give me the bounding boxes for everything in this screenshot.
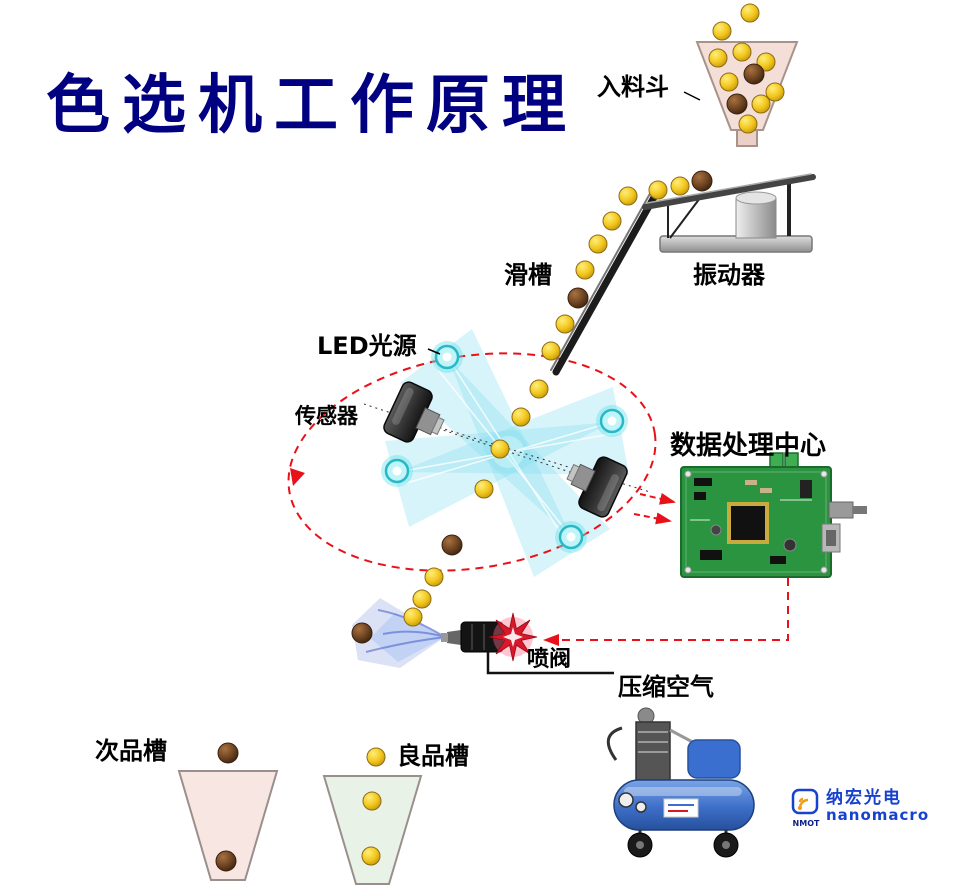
good-ball bbox=[403, 607, 423, 627]
good-ball bbox=[708, 48, 728, 68]
good-ball bbox=[490, 439, 510, 459]
good-ball bbox=[602, 211, 622, 231]
label-led-source: LED光源 bbox=[317, 332, 417, 360]
pcb-board bbox=[680, 452, 867, 578]
logo-name-cn: 纳宏光电 bbox=[826, 788, 902, 808]
label-chute: 滑槽 bbox=[504, 261, 552, 289]
good-ball bbox=[618, 186, 638, 206]
product-balls bbox=[215, 3, 785, 872]
label-sensor: 传感器 bbox=[295, 404, 358, 428]
good-ball bbox=[738, 114, 758, 134]
good-ball bbox=[712, 21, 732, 41]
led-light-beams bbox=[385, 329, 629, 577]
spray-valve bbox=[441, 621, 504, 653]
good-ball bbox=[732, 42, 752, 62]
label-vibrator: 振动器 bbox=[693, 261, 765, 289]
good-ball bbox=[366, 747, 386, 767]
label-compressed-air: 压缩空气 bbox=[618, 673, 714, 701]
good-ball bbox=[648, 180, 668, 200]
led-light-3 bbox=[381, 455, 413, 487]
good-ball bbox=[412, 589, 432, 609]
logo-abbr: NMOT bbox=[792, 819, 820, 828]
label-spray-valve: 喷阀 bbox=[527, 647, 572, 672]
logo-brand-en: nanomacro bbox=[826, 806, 930, 825]
defective-ball bbox=[743, 63, 765, 85]
air-compressor bbox=[606, 707, 755, 858]
defective-ball bbox=[217, 742, 239, 764]
defective-ball bbox=[726, 93, 748, 115]
label-feed-hopper: 入料斗 bbox=[597, 73, 669, 101]
good-ball bbox=[719, 72, 739, 92]
defective-ball bbox=[691, 170, 713, 192]
good-hopper bbox=[322, 775, 423, 885]
air-spray-mist bbox=[352, 598, 446, 668]
good-ball bbox=[541, 341, 561, 361]
defective-ball bbox=[351, 622, 373, 644]
sensor-camera-right bbox=[566, 456, 628, 518]
spray-burst-icon bbox=[488, 612, 538, 662]
good-ball bbox=[588, 234, 608, 254]
label-data-center: 数据处理中心 bbox=[670, 431, 827, 461]
good-ball bbox=[756, 52, 776, 72]
good-ball bbox=[474, 479, 494, 499]
signal-loop-ellipse bbox=[287, 352, 676, 572]
defective-ball bbox=[215, 850, 237, 872]
nanomacro-logo-icon bbox=[791, 788, 819, 815]
defective-ball bbox=[567, 287, 589, 309]
label-defective-slot: 次品槽 bbox=[95, 737, 167, 765]
good-ball bbox=[511, 407, 531, 427]
vibrator bbox=[642, 173, 816, 253]
good-ball bbox=[361, 846, 381, 866]
nanomacro-logo: NMOT 纳宏光电 nanomacro bbox=[790, 788, 929, 828]
good-ball bbox=[424, 567, 444, 587]
air-line bbox=[486, 652, 614, 675]
good-ball bbox=[740, 3, 760, 23]
label-good-slot: 良品槽 bbox=[397, 742, 469, 770]
good-ball bbox=[575, 260, 595, 280]
page-title: 色选机工作原理 bbox=[46, 69, 578, 143]
good-ball bbox=[555, 314, 575, 334]
led-light-1 bbox=[427, 341, 463, 373]
signal-path-to-valve bbox=[543, 578, 789, 646]
good-ball bbox=[670, 176, 690, 196]
good-ball bbox=[362, 791, 382, 811]
defective-ball bbox=[441, 534, 463, 556]
chute bbox=[550, 188, 661, 376]
sensor-camera-left bbox=[383, 381, 445, 443]
defective-hopper bbox=[177, 770, 279, 881]
led-light-2 bbox=[596, 405, 628, 437]
good-ball bbox=[765, 82, 785, 102]
led-light-4 bbox=[555, 521, 587, 553]
good-ball bbox=[529, 379, 549, 399]
good-ball bbox=[751, 94, 771, 114]
